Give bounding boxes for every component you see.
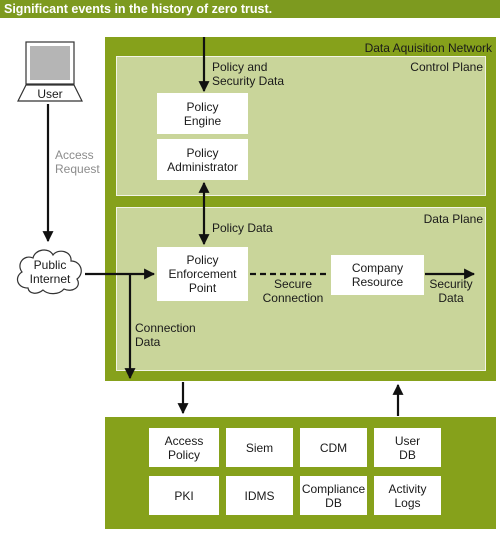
policy-engine-box: Policy Engine <box>157 93 248 134</box>
connection-data-label: Connection Data <box>135 321 196 349</box>
policy-data-label: Policy Data <box>212 221 273 235</box>
secure-connection-label: Secure Connection <box>262 277 324 305</box>
public-internet-label: Public Internet <box>29 258 71 286</box>
user-label: User <box>37 87 63 101</box>
diagram-title: Significant events in the history of zer… <box>0 0 500 18</box>
data-source-box: User DB <box>374 428 441 467</box>
network-label: Data Aquisition Network <box>364 41 492 55</box>
access-request-label: Access Request <box>55 148 100 176</box>
data-source-box: CDM <box>300 428 367 467</box>
data-source-box: Access Policy <box>149 428 219 467</box>
control-plane-label: Control Plane <box>410 60 483 74</box>
policy-enforcement-point-box: Policy Enforcement Point <box>157 247 248 301</box>
policy-administrator-box: Policy Administrator <box>157 139 248 180</box>
company-resource-box: Company Resource <box>331 255 424 295</box>
data-source-box: PKI <box>149 476 219 515</box>
data-source-box: Activity Logs <box>374 476 441 515</box>
cloud-icon <box>16 249 82 295</box>
security-data-label: Security Data <box>429 277 473 305</box>
data-plane-label: Data Plane <box>423 212 483 226</box>
laptop-icon <box>17 41 83 102</box>
data-source-box: Siem <box>226 428 293 467</box>
policy-security-data-label: Policy and Security Data <box>212 60 285 88</box>
data-source-box: Compliance DB <box>300 476 367 515</box>
data-source-box: IDMS <box>226 476 293 515</box>
